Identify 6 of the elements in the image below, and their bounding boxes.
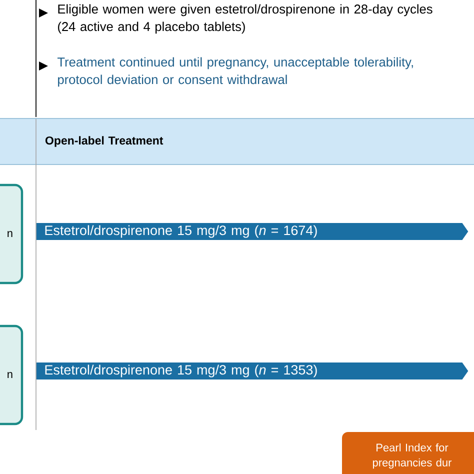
- bullet-text: Eligible women were given estetrol/drospirenone in 28-day cycles (24 active and 4 placebo tablets): [58, 4, 432, 34]
- outcome-box: Pearl Index for pregnancies dur: [342, 432, 474, 474]
- group-box: n: [0, 184, 24, 284]
- group-box: n: [0, 324, 24, 426]
- header-band: Open-label Treatment: [0, 118, 474, 164]
- bullet-text: Treatment continued until pregnancy, unacceptable tolerability, protocol deviation or consent withdrawal: [57, 57, 413, 87]
